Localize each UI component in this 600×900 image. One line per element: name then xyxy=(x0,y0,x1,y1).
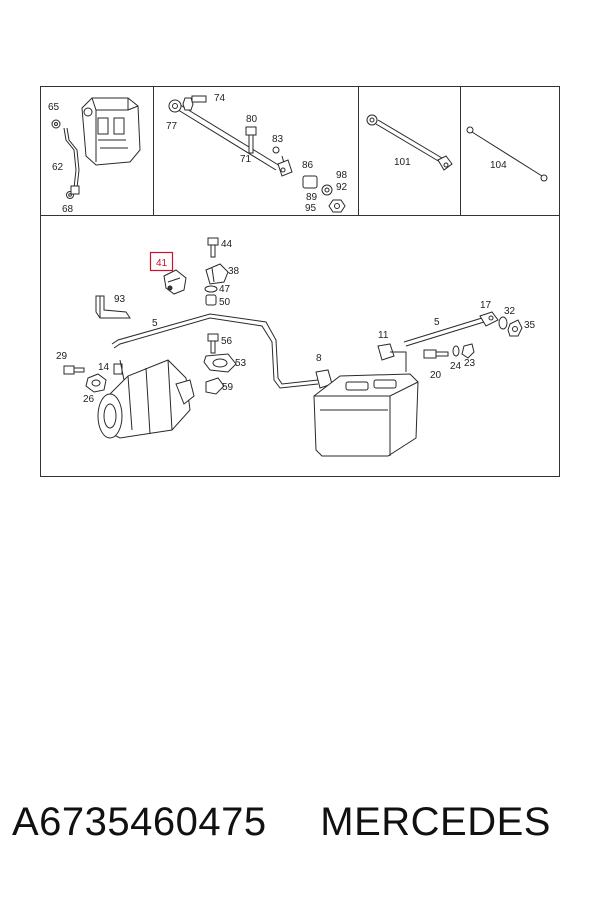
label-95: 95 xyxy=(305,203,317,214)
label-38: 38 xyxy=(228,266,240,277)
diagram-frame xyxy=(40,86,560,477)
label-65: 65 xyxy=(48,102,60,113)
panel-3-drawing xyxy=(366,114,453,171)
label-26: 26 xyxy=(83,394,95,405)
label-17: 17 xyxy=(480,300,492,311)
label-83: 83 xyxy=(272,134,284,145)
label-89: 89 xyxy=(306,192,318,203)
label-74: 74 xyxy=(214,93,226,104)
panel-1-drawing xyxy=(51,97,141,199)
label-68: 68 xyxy=(62,204,74,215)
label-62: 62 xyxy=(52,162,64,173)
label-77: 77 xyxy=(166,121,178,132)
label-23: 23 xyxy=(464,358,476,369)
brand-name: MERCEDES xyxy=(320,800,551,844)
label-5-left: 5 xyxy=(152,318,158,329)
label-86: 86 xyxy=(302,160,314,171)
label-8: 8 xyxy=(316,353,322,364)
label-47: 47 xyxy=(219,284,231,295)
part-number: A6735460475 xyxy=(12,800,267,844)
label-71: 71 xyxy=(240,154,252,165)
label-41: 41 xyxy=(156,258,168,269)
label-98: 98 xyxy=(336,170,348,181)
main-panel-drawing xyxy=(63,237,523,457)
label-35: 35 xyxy=(524,320,536,331)
label-20: 20 xyxy=(430,370,442,381)
label-53: 53 xyxy=(235,358,247,369)
panel-4-drawing xyxy=(466,126,548,182)
label-29: 29 xyxy=(56,351,68,362)
label-56: 56 xyxy=(221,336,233,347)
label-50: 50 xyxy=(219,297,231,308)
label-59: 59 xyxy=(222,382,234,393)
label-14: 14 xyxy=(98,362,110,373)
label-92: 92 xyxy=(336,182,348,193)
caption: A6735460475 MERCEDES xyxy=(12,800,592,845)
highlight-box-41 xyxy=(149,251,174,272)
label-44: 44 xyxy=(221,239,233,250)
label-5-right: 5 xyxy=(434,317,440,328)
label-11: 11 xyxy=(378,330,389,341)
label-32: 32 xyxy=(504,306,516,317)
parts-diagram: 65 62 68 74 77 80 83 71 86 98 92 89 95 1… xyxy=(40,86,560,477)
label-80: 80 xyxy=(246,114,258,125)
label-24: 24 xyxy=(450,361,462,372)
label-104: 104 xyxy=(490,160,507,171)
label-101: 101 xyxy=(394,157,411,168)
label-93: 93 xyxy=(114,294,126,305)
panel-2-drawing xyxy=(168,95,346,213)
